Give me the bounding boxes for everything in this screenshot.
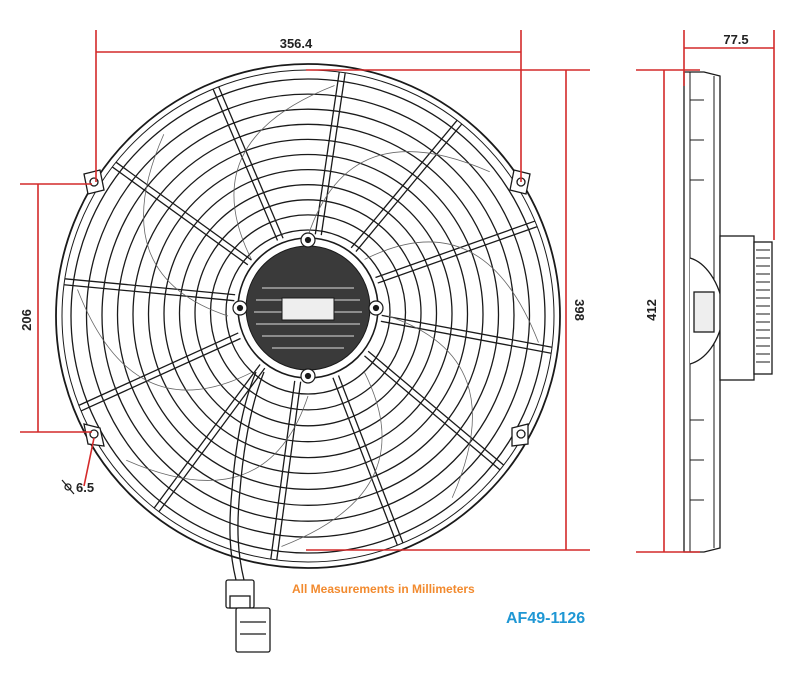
grille-spoke [158,367,266,513]
motor-fins [254,287,362,349]
mounting-tab-top-right [509,169,531,195]
mounting-tabs [83,169,531,447]
fan-blade [387,315,473,498]
grille-spoke [350,119,458,249]
grille-spoke [63,284,235,302]
grille-rings [70,78,546,554]
grille-spoke [367,350,505,466]
motor-label-plate [281,297,335,321]
grille-spoke [381,314,553,348]
mounting-tab-bottom-left [83,423,105,447]
wire-harness [229,371,265,581]
grille-ring [70,78,546,554]
dim-overall-height: 412 [644,299,659,321]
shroud-outer-ring [55,63,561,569]
grille-ring [85,93,531,538]
grille-ring [209,214,407,411]
grille-ring [163,168,453,459]
grille-spoke [364,355,501,471]
grille-spoke [64,278,236,296]
fan-blades [77,85,539,547]
wire-connector [225,579,271,653]
fan-blade [143,134,229,317]
side-motor-fins [756,249,770,363]
fan-blade [281,372,383,547]
grille-spoke [270,380,296,560]
fan-blade [233,85,335,260]
grille-spoke [111,166,249,266]
dim-mount-spacing: 206 [19,309,34,331]
motor-mount-bosses [232,232,384,384]
fan-blade [364,241,539,343]
units-note: All Measurements in Millimeters [292,582,475,596]
mounting-tab-top-left [83,169,105,195]
mounting-tab-bottom-right [511,423,529,447]
side-view [683,71,773,553]
grille-spokes [63,71,553,561]
grille-spoke [380,320,552,354]
grille-ring [178,184,438,443]
grille-spoke [320,72,346,236]
front-view [55,63,561,653]
grille-spoke [115,161,252,261]
dim-hole-diameter: 6.5 [76,480,94,495]
grille-spoke [377,226,538,284]
model-number: AF49-1126 [506,610,586,627]
grille-spoke [314,71,340,235]
grille-spoke [355,123,463,252]
dim-depth: 77.5 [723,32,748,47]
grille-spoke [375,220,536,279]
grille-spoke [80,337,241,412]
hole-marker [61,479,75,495]
grille-spoke [332,377,398,546]
grille-spoke [78,332,239,406]
grille-ring [132,138,484,491]
grille-ring [116,123,500,506]
grille-spoke [276,381,302,561]
side-motor-cap [753,241,773,375]
dimension-lines [20,30,775,553]
dim-frame-height: 398 [572,299,587,321]
side-rib-marks [690,99,704,501]
grille-ring [194,199,422,427]
side-motor-body [719,235,755,381]
grille-spoke [153,364,261,509]
side-motor-shaft [693,291,715,333]
grille-spoke [218,86,284,239]
grille-ring [225,229,391,395]
grille-spoke [337,375,404,544]
grille-spoke [212,88,279,241]
grille-ring [101,108,515,522]
fan-blade [307,151,490,237]
grille-ring [147,153,469,475]
dim-overall-width: 356.4 [280,36,313,51]
fan-blade [77,289,252,391]
